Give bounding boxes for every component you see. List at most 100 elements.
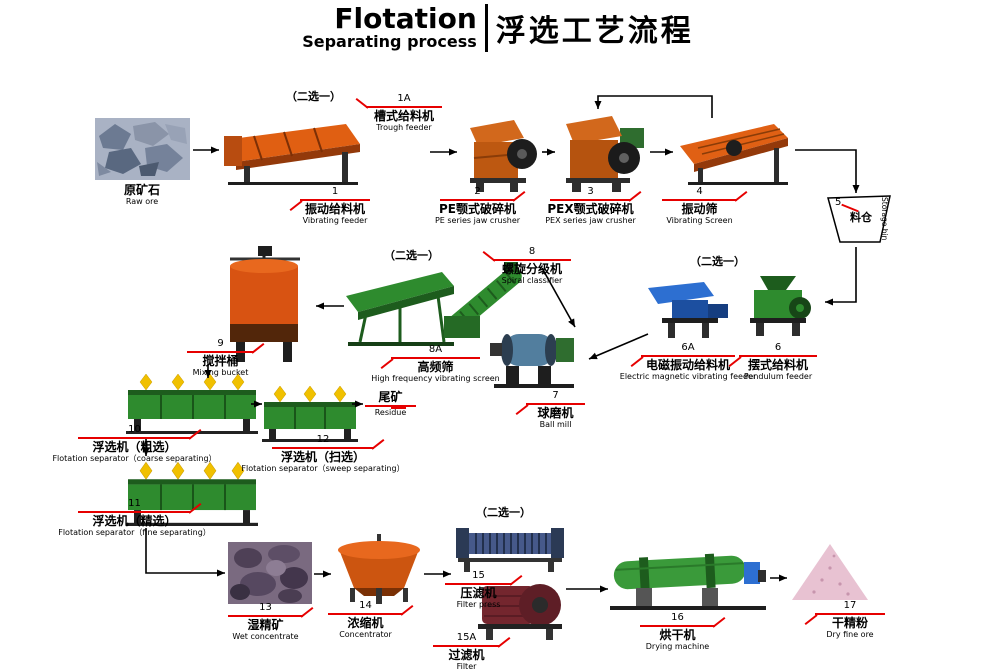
label-number: 11 [128, 498, 141, 509]
label-number: 10 [128, 424, 141, 435]
callout-line [187, 350, 254, 353]
label-spiral-classifier: 8 螺旋分级机 Spiral classifier [482, 246, 582, 285]
label-trough-feeder: 1A 槽式给料机 Trough feeder [355, 93, 453, 132]
label-zh: 搅拌桶 [202, 353, 239, 368]
callout-line [77, 436, 192, 439]
label-en: Mixing bucket [192, 367, 249, 377]
label-number: 1 [331, 186, 339, 197]
label-en: Flotation separator（fine separating） [58, 527, 211, 537]
choose-one-note-feeder2: （二选一） [690, 255, 745, 268]
callout-line [365, 405, 416, 410]
label-zh: 槽式给料机 [373, 108, 434, 123]
label-high-frequency-screen: 8A 高频筛 High frequency vibrating screen [371, 344, 499, 383]
label-number: 8A [428, 344, 443, 355]
label-en: Pendulum feeder [743, 371, 813, 381]
callout-line [272, 446, 374, 449]
label-en: Spiral classifier [501, 275, 563, 285]
flotation-machine-sweep-illustration [262, 382, 358, 442]
label-zh: PEX颚式破碎机 [547, 201, 634, 216]
callout-line [77, 510, 192, 513]
label-en: Vibrating feeder [302, 215, 368, 225]
label-en: High frequency vibrating screen [371, 373, 500, 383]
label-concentrator: 14 浓缩机 Concentrator [318, 600, 413, 639]
drum-filter-illustration [476, 576, 568, 640]
label-zh: 浮选机（粗选） [92, 439, 177, 454]
label-number: 1A [397, 93, 411, 104]
label-vibrating-screen: 4 振动筛 Vibrating Screen [652, 186, 747, 225]
label-zh: 浓缩机 [347, 615, 384, 630]
callout-line [739, 354, 817, 357]
label-number: 4 [696, 186, 703, 197]
label-number: 3 [587, 186, 594, 197]
label-zh: 浮选机（扫选） [280, 449, 365, 464]
label-zh: 螺旋分级机 [501, 261, 562, 276]
label-en: Drying machine [645, 641, 710, 651]
label-zh: 高频筛 [417, 359, 454, 374]
label-dry-fine-ore: 17 干精粉 Dry fine ore [805, 600, 895, 639]
callout-line [641, 354, 735, 357]
label-drying-machine: 16 烘干机 Drying machine [630, 612, 725, 651]
label-number: 16 [671, 612, 684, 623]
label-em-vibrating-feeder: 6A 电磁振动给料机 Electric magnetic vibrating f… [620, 342, 756, 381]
flotation-machine-coarse-illustration [126, 370, 258, 434]
label-number: 9 [217, 338, 224, 349]
raw-ore-photo [95, 118, 190, 180]
label-pex-jaw-crusher: 3 PEX颚式破碎机 PEX series jaw crusher [538, 186, 643, 225]
trough-vibrating-feeder-illustration [220, 116, 368, 186]
label-zh: 原矿石 [123, 183, 160, 197]
callout-line [390, 356, 481, 359]
label-zh: 干精粉 [831, 615, 868, 630]
label-zh: 振动筛 [681, 201, 718, 216]
label-filter: 15A 过滤机 Filter [424, 632, 509, 669]
callout-line [299, 198, 371, 201]
label-flotation-fine: 11 浮选机（精选） Flotation separator（fine sepa… [58, 498, 211, 537]
label-number: 17 [843, 600, 857, 611]
label-zh: 浮选机（精选） [92, 513, 177, 528]
callout-line [445, 582, 512, 585]
label-wet-concentrate: 13 湿精矿 Wet concentrate [218, 602, 313, 641]
label-residue: 尾矿 Residue [358, 390, 423, 418]
label-en: Flotation separator（sweep separating） [241, 463, 405, 473]
label-zh: 湿精矿 [247, 617, 284, 632]
label-ball-mill: 7 球磨机 Ball mill [518, 390, 593, 429]
flotation-machine-fine-illustration [126, 458, 258, 526]
page-title: Flotation Separating process 浮选工艺流程 [0, 4, 996, 52]
dry-fine-ore-pile-illustration [790, 540, 870, 604]
callout-line [328, 612, 403, 615]
label-flotation-sweep: 12 浮选机（扫选） Flotation separator（sweep sep… [241, 434, 404, 473]
callout-line [549, 198, 632, 201]
callout-line [365, 105, 443, 108]
callout-line [493, 258, 571, 261]
label-pendulum-feeder: 6 摆式给料机 Pendulum feeder [728, 342, 828, 381]
spiral-classifier-illustration [444, 256, 522, 344]
label-mixing-bucket: 9 搅拌桶 Mixing bucket [178, 338, 263, 377]
pe-jaw-crusher-illustration [462, 116, 540, 192]
wet-concentrate-photo [228, 542, 312, 604]
label-en: Ball mill [539, 419, 572, 429]
callout-line [526, 402, 585, 405]
label-number: 13 [259, 602, 272, 613]
title-chinese: 浮选工艺流程 [495, 14, 694, 49]
label-number: 2 [474, 186, 481, 197]
filter-press-illustration [456, 520, 564, 572]
title-english-block: Flotation Separating process [302, 1, 477, 51]
storage-bin-number: 5 [835, 197, 842, 208]
label-zh: 尾矿 [378, 390, 403, 404]
callout-line [440, 198, 515, 201]
label-en: Residue [374, 408, 407, 418]
storage-bin: 5 料仓 Storage bin [826, 192, 894, 246]
label-zh: 压滤机 [460, 585, 497, 600]
label-pe-jaw-crusher: 2 PE颚式破碎机 PE series jaw crusher [430, 186, 525, 225]
title-english-main: Flotation [334, 1, 477, 35]
label-en: Vibrating Screen [666, 215, 733, 225]
high-frequency-screen-illustration [340, 262, 462, 348]
label-flotation-coarse: 10 浮选机（粗选） Flotation separator（coarse se… [52, 424, 216, 463]
concentrator-illustration [334, 532, 424, 606]
label-en: Flotation separator（coarse separating） [52, 453, 217, 463]
label-en: Filter [456, 661, 477, 669]
label-number: 6 [774, 342, 782, 353]
label-number: 6A [681, 342, 695, 353]
em-vibrating-feeder-illustration [644, 280, 736, 340]
label-en: Filter press [456, 599, 501, 609]
